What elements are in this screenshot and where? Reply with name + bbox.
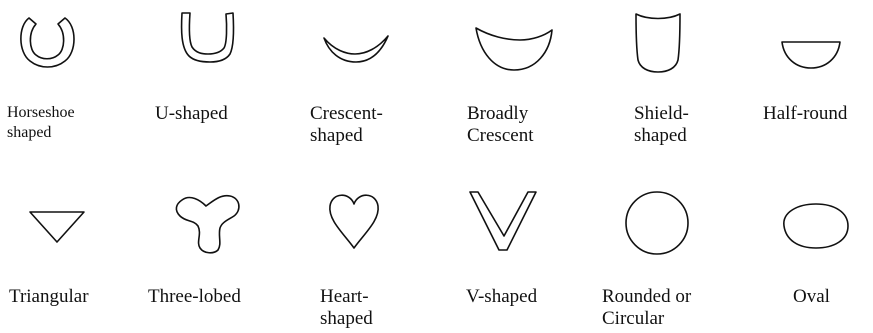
label-horseshoe: Horseshoe shaped	[7, 103, 75, 143]
label-heart: Heart- shaped	[320, 286, 373, 330]
triangular-shape-icon	[26, 208, 88, 246]
half-round-shape-icon	[778, 38, 844, 74]
u-shaped-shape-icon	[176, 10, 240, 66]
label-u-shaped: U-shaped	[155, 103, 228, 125]
three-lobed-shape-icon	[172, 192, 244, 256]
label-triangular: Triangular	[9, 286, 89, 308]
broadly-crescent-shape-icon	[470, 22, 556, 74]
label-half-round: Half-round	[763, 103, 847, 125]
label-shield: Shield- shaped	[634, 103, 689, 147]
rounded-shape-icon	[622, 188, 692, 258]
label-crescent: Crescent- shaped	[310, 103, 383, 147]
shield-shape-icon	[630, 10, 686, 74]
horseshoe-shape-icon	[14, 8, 80, 74]
label-oval: Oval	[793, 286, 830, 308]
crescent-shape-icon	[318, 30, 392, 66]
oval-shape-icon	[776, 198, 852, 254]
label-rounded: Rounded or Circular	[602, 286, 691, 330]
label-broadly-crescent: Broadly Crescent	[467, 103, 533, 147]
label-v-shaped: V-shaped	[466, 286, 537, 308]
heart-shape-icon	[326, 190, 382, 252]
v-shaped-shape-icon	[466, 188, 540, 254]
label-three-lobed: Three-lobed	[148, 286, 241, 308]
